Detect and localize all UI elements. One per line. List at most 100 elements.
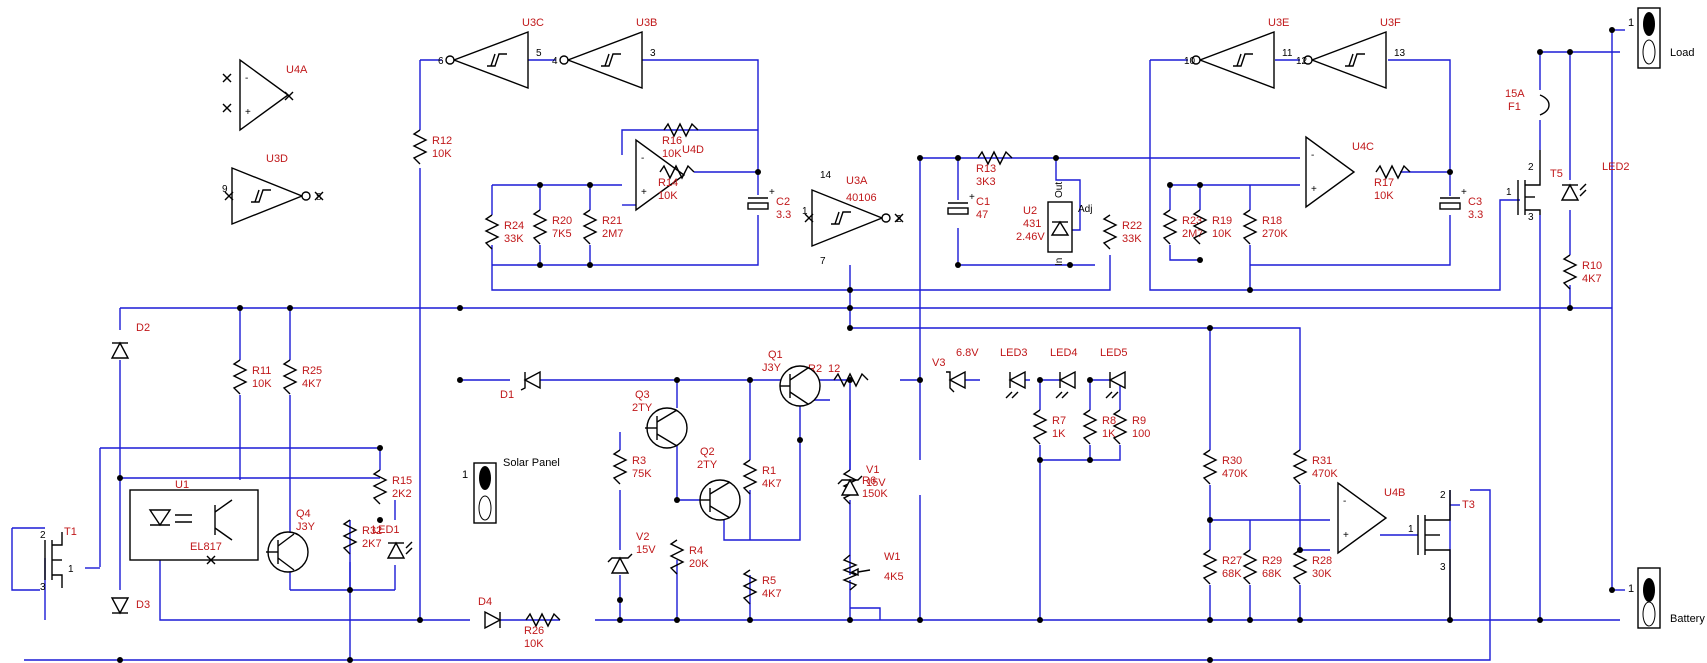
resistor-value: 12 (828, 363, 840, 375)
t3-pin-2: 2 (1440, 490, 1446, 501)
q4-value: J3Y (296, 521, 316, 533)
bjt-q1: Q1 J3Y (762, 349, 821, 407)
gate-out-pin: 8 (316, 192, 322, 203)
q3-value: 2TY (632, 402, 653, 414)
opamp-u4b: -+U4B (1337, 481, 1405, 555)
q1-value: J3Y (762, 362, 782, 374)
resistor-name: R7 (1052, 415, 1066, 427)
resistor-name: R14 (658, 177, 678, 189)
resistor-name: R13 (976, 163, 996, 175)
resistor-name: R5 (762, 575, 776, 587)
opamp-u4a: -+U4A (239, 58, 308, 132)
opamp-plus: + (245, 107, 251, 118)
capacitor-c3: + C3 3.3 (1439, 187, 1483, 221)
resistor-value: 1K (1102, 428, 1116, 440)
svg-text:+: + (969, 192, 975, 203)
mosfets: 1 2 3 T1 1 2 3 T3 1 2 3 T5 (40, 150, 1563, 618)
q2-value: 2TY (697, 459, 718, 471)
load-connector: 1 Load (1628, 7, 1694, 69)
resistor-name: R10 (1582, 260, 1602, 272)
led3-name: LED3 (1000, 347, 1028, 359)
bjt-q2: Q2 2TY (697, 446, 741, 521)
load-pin-1: 1 (1628, 17, 1634, 29)
battery-pin-1: 1 (1628, 583, 1634, 595)
regulator-u2: U2 431 2.46V Adj Out In (1016, 182, 1092, 266)
gate-out-pin: 6 (438, 56, 444, 67)
resistor-name: R12 (432, 135, 452, 147)
gate-out-pin: 10 (1184, 56, 1196, 67)
capacitors: + C2 3.3 + C1 47 + C3 3.3 (747, 187, 1483, 221)
svg-text:+: + (1461, 187, 1467, 198)
t1-name: T1 (64, 526, 77, 538)
potentiometer-w1: W1 4K5 (842, 551, 904, 591)
resistors: R1210KR1610KR1410KR2433KR207K5R212M7R133… (232, 122, 1602, 650)
resistor-value: 33K (504, 233, 524, 245)
opamp-minus: - (1343, 496, 1346, 507)
q2-name: Q2 (700, 446, 715, 458)
q3-name: Q3 (635, 389, 650, 401)
diode-d4: D4 (478, 596, 502, 630)
led2-name: LED2 (1602, 161, 1630, 173)
opamp-label: U4D (682, 144, 704, 156)
fuse-name: F1 (1508, 101, 1521, 113)
resistor-name: R31 (1312, 455, 1332, 467)
c2-value: 3.3 (776, 209, 791, 221)
resistor-name: R11 (252, 365, 271, 377)
unconnected-markers (206, 73, 904, 565)
u2-out-pin: Out (1054, 182, 1065, 198)
connectors: 1 Solar Panel 1 Load 1 Battery (462, 7, 1705, 629)
led-2: LED2 (1560, 161, 1630, 201)
gate-label: U3B (636, 17, 657, 29)
u2-part: 431 (1023, 218, 1041, 230)
resistor-name: R15 (392, 475, 412, 487)
led-3: LED3 (1000, 347, 1028, 399)
v3-name: V3 (932, 357, 945, 369)
w1-name: W1 (884, 551, 901, 563)
resistor-value: 33K (1122, 233, 1142, 245)
wires (11, 29, 1625, 661)
resistor-value: 150K (862, 488, 888, 500)
resistor-name: R3 (632, 455, 646, 467)
led4-name: LED4 (1050, 347, 1078, 359)
resistor-value: 470K (1222, 468, 1248, 480)
resistor-value: 470K (1312, 468, 1338, 480)
t3-pin-1: 1 (1408, 524, 1414, 535)
opamp-label: U4C (1352, 141, 1374, 153)
transistors: Q1 J3Y Q3 2TY Q2 2TY Q4 (266, 349, 821, 573)
c1-value: 47 (976, 209, 988, 221)
schmitt-gates: 56U3C34U3B1110U3E1312U3F98U3D12U3A401061… (222, 17, 1406, 267)
resistor-value: 2K7 (362, 538, 382, 550)
opamps: -+U4A -+U4D - + U4C -+U4B (239, 58, 1405, 555)
resistor-value: 10K (252, 378, 272, 390)
resistor-name: R4 (689, 545, 703, 557)
resistor-value: 100 (1132, 428, 1150, 440)
u2-adj-pin: Adj (1078, 204, 1092, 215)
d4-name: D4 (478, 596, 492, 608)
bjt-q4: Q4 J3Y (266, 508, 316, 573)
t5-name: T5 (1550, 168, 1563, 180)
gate-out-pin: 2 (896, 214, 902, 225)
opamp-u4d: -+U4D (635, 138, 704, 212)
resistor-value: 10K (432, 148, 452, 160)
diode-d3: D3 (110, 597, 150, 615)
resistor-value: 10K (658, 190, 678, 202)
gate-in-pin: 9 (222, 184, 228, 195)
gate-in-pin: 3 (650, 48, 656, 59)
c3-name: C3 (1468, 196, 1482, 208)
load-label: Load (1670, 47, 1694, 59)
zener-v2: V2 15V (607, 531, 656, 574)
